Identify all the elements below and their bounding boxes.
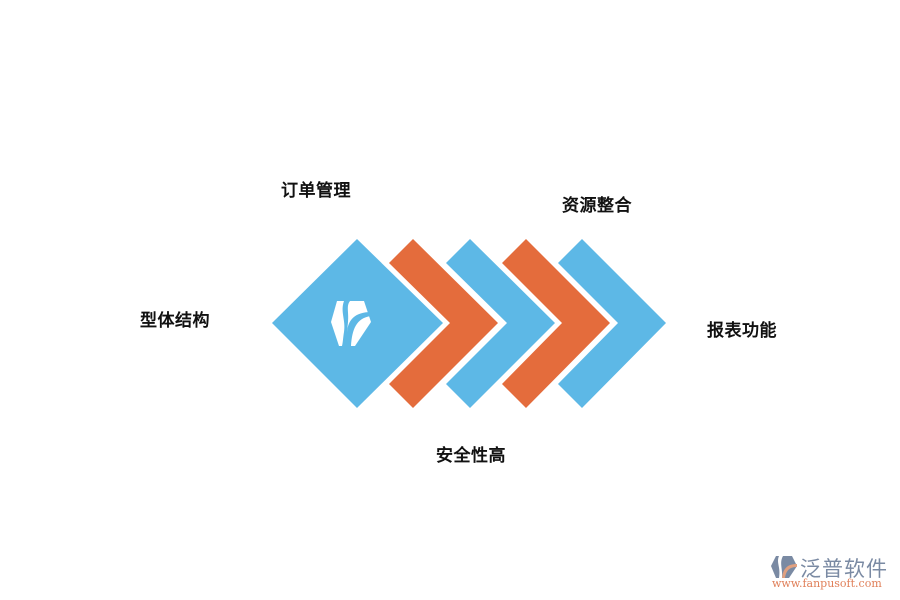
chevron-shape-3: [502, 239, 610, 408]
watermark-url: www.fanpusoft.com: [772, 577, 882, 590]
label-model-structure: 型体结构: [140, 311, 210, 331]
label-high-security: 安全性高: [436, 446, 506, 466]
fanpu-logo-icon: [331, 301, 371, 346]
chevron-shape-1: [389, 239, 498, 408]
label-report-function: 报表功能: [707, 321, 777, 341]
label-order-management: 订单管理: [281, 181, 351, 201]
watermark-logo-icon: [771, 556, 797, 578]
chevron-shape-2: [446, 239, 555, 408]
watermark-brand: 泛普软件: [800, 557, 888, 581]
label-resource-integration: 资源整合: [562, 196, 632, 216]
watermark: 泛普软件 www.fanpusoft.com: [768, 553, 898, 593]
chevron-shape-4: [558, 239, 666, 408]
